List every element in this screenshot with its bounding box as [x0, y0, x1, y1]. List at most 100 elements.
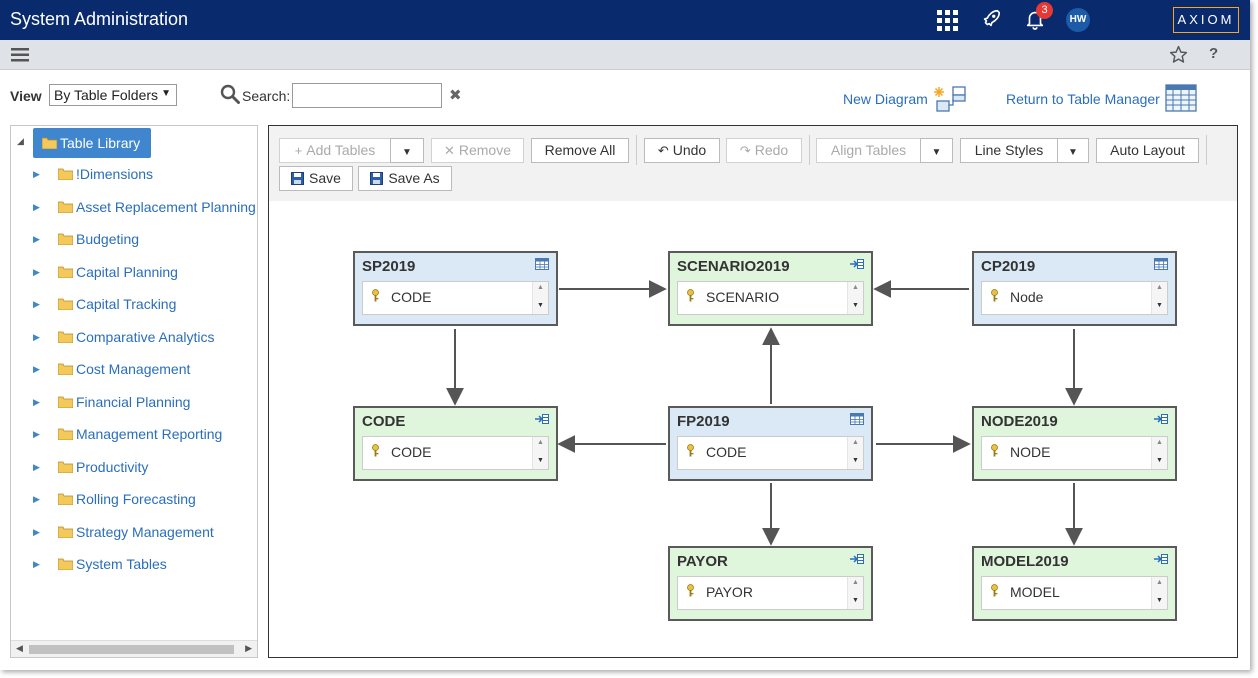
undo-button[interactable]: ↶Undo [644, 138, 720, 163]
return-to-table-manager-link[interactable]: Return to Table Manager [1006, 91, 1160, 107]
field-scrollbar[interactable]: ▲▼ [847, 437, 863, 469]
table-field-list[interactable]: PAYOR▲▼ [677, 576, 864, 610]
scroll-up-icon[interactable]: ▲ [1156, 439, 1163, 446]
scroll-up-icon[interactable]: ▲ [1156, 284, 1163, 291]
tree-item[interactable]: ▶System Tables [11, 556, 257, 578]
line-styles-button[interactable]: Line Styles [960, 138, 1058, 163]
search-label: Search: [242, 88, 291, 104]
hamburger-menu-icon[interactable] [11, 47, 29, 63]
scroll-down-icon[interactable]: ▼ [1156, 302, 1163, 309]
expand-arrow-icon[interactable]: ▶ [33, 299, 40, 309]
collapse-caret-icon[interactable]: ◢ [17, 136, 24, 146]
new-diagram-icon[interactable] [933, 85, 967, 113]
table-grid-icon[interactable] [1165, 84, 1197, 112]
redo-button[interactable]: ↷Redo [726, 138, 802, 163]
horizontal-scrollbar[interactable]: ◀ ▶ [11, 640, 257, 657]
rocket-icon[interactable] [980, 8, 1002, 30]
scroll-down-icon[interactable]: ▼ [1156, 597, 1163, 604]
new-diagram-link[interactable]: New Diagram [843, 91, 928, 107]
expand-arrow-icon[interactable]: ▶ [33, 396, 40, 407]
table-field-list[interactable]: CODE▲▼ [677, 436, 864, 470]
scroll-right-icon[interactable]: ▶ [245, 643, 252, 653]
line-styles-dropdown-button[interactable]: ▼ [1057, 138, 1089, 163]
field-scrollbar[interactable]: ▲▼ [1151, 577, 1167, 609]
tree-item[interactable]: ▶Comparative Analytics [11, 329, 257, 351]
expand-arrow-icon[interactable]: ▶ [33, 234, 40, 244]
table-field-list[interactable]: Node▲▼ [981, 281, 1168, 315]
table-field-list[interactable]: CODE▲▼ [362, 436, 549, 470]
tree-item[interactable]: ▶Rolling Forecasting [11, 491, 257, 513]
table-library-tree: ◢ Table Library ▶!Dimensions ▶Asset Repla… [10, 125, 258, 658]
expand-arrow-icon[interactable]: ▶ [33, 266, 40, 277]
tree-item[interactable]: ▶Management Reporting [11, 426, 257, 448]
field-scrollbar[interactable]: ▲▼ [1151, 282, 1167, 314]
scroll-down-icon[interactable]: ▼ [852, 457, 859, 464]
table-field-list[interactable]: NODE▲▼ [981, 436, 1168, 470]
scroll-down-icon[interactable]: ▼ [1156, 457, 1163, 464]
align-tables-button[interactable]: Align Tables [816, 138, 921, 163]
expand-arrow-icon[interactable]: ▶ [33, 169, 40, 179]
save-button[interactable]: Save [279, 166, 353, 191]
add-tables-button[interactable]: +Add Tables [279, 138, 391, 163]
scroll-up-icon[interactable]: ▲ [852, 439, 859, 446]
table-field-list[interactable]: CODE▲▼ [362, 281, 549, 315]
scroll-up-icon[interactable]: ▲ [852, 579, 859, 586]
tree-item[interactable]: ▶!Dimensions [11, 166, 257, 188]
scroll-left-icon[interactable]: ◀ [16, 643, 23, 653]
help-icon[interactable]: ? [1209, 45, 1219, 62]
tree-root-table-library[interactable]: Table Library [33, 128, 151, 158]
table-field-list[interactable]: SCENARIO▲▼ [677, 281, 864, 315]
clear-search-icon[interactable]: ✖ [449, 87, 462, 104]
scrollbar-thumb[interactable] [29, 645, 234, 654]
expand-arrow-icon[interactable]: ▶ [33, 461, 40, 472]
field-scrollbar[interactable]: ▲▼ [847, 282, 863, 314]
tree-item[interactable]: ▶Capital Tracking [11, 296, 257, 318]
tree-item[interactable]: ▶Cost Management [11, 361, 257, 383]
expand-arrow-icon[interactable]: ▶ [33, 494, 40, 504]
scroll-down-icon[interactable]: ▼ [537, 457, 544, 464]
scroll-down-icon[interactable]: ▼ [852, 302, 859, 309]
expand-arrow-icon[interactable]: ▶ [33, 331, 40, 342]
search-input[interactable] [292, 83, 442, 108]
tree-item[interactable]: ▶Productivity [11, 459, 257, 481]
auto-layout-button[interactable]: Auto Layout [1096, 138, 1199, 163]
scroll-up-icon[interactable]: ▲ [852, 284, 859, 291]
tree-item[interactable]: ▶Capital Planning [11, 264, 257, 286]
expand-arrow-icon[interactable]: ▶ [33, 559, 40, 569]
table-field-list[interactable]: MODEL▲▼ [981, 576, 1168, 610]
tree-item[interactable]: ▶Budgeting [11, 231, 257, 253]
expand-arrow-icon[interactable]: ▶ [33, 429, 40, 439]
field-scrollbar[interactable]: ▲▼ [532, 282, 548, 314]
remove-button[interactable]: ✕Remove [431, 138, 524, 163]
remove-all-button[interactable]: Remove All [531, 138, 629, 163]
expand-arrow-icon[interactable]: ▶ [33, 364, 40, 374]
tree-item[interactable]: ▶Asset Replacement Planning [11, 199, 257, 221]
favorite-star-icon[interactable] [1169, 45, 1188, 64]
add-tables-dropdown-button[interactable]: ▼ [390, 138, 424, 163]
view-dropdown[interactable]: By Table Folders ▼ [49, 84, 177, 106]
field-scrollbar[interactable]: ▲▼ [1151, 437, 1167, 469]
expand-arrow-icon[interactable]: ▶ [33, 526, 40, 537]
save-as-button[interactable]: Save As [358, 166, 452, 191]
scroll-up-icon[interactable]: ▲ [537, 284, 544, 291]
scroll-up-icon[interactable]: ▲ [537, 439, 544, 446]
scroll-down-icon[interactable]: ▼ [852, 597, 859, 604]
tree-item[interactable]: ▶Strategy Management [11, 524, 257, 546]
scroll-up-icon[interactable]: ▲ [1156, 579, 1163, 586]
user-avatar[interactable]: HW [1066, 8, 1090, 32]
align-tables-dropdown-button[interactable]: ▼ [920, 138, 953, 163]
apps-grid-icon[interactable] [937, 10, 958, 31]
tree-item[interactable]: ▶Financial Planning [11, 394, 257, 416]
expand-arrow-icon[interactable]: ▶ [33, 201, 40, 212]
field-scrollbar[interactable]: ▲▼ [532, 437, 548, 469]
field-scrollbar[interactable]: ▲▼ [847, 577, 863, 609]
scroll-down-icon[interactable]: ▼ [537, 302, 544, 309]
